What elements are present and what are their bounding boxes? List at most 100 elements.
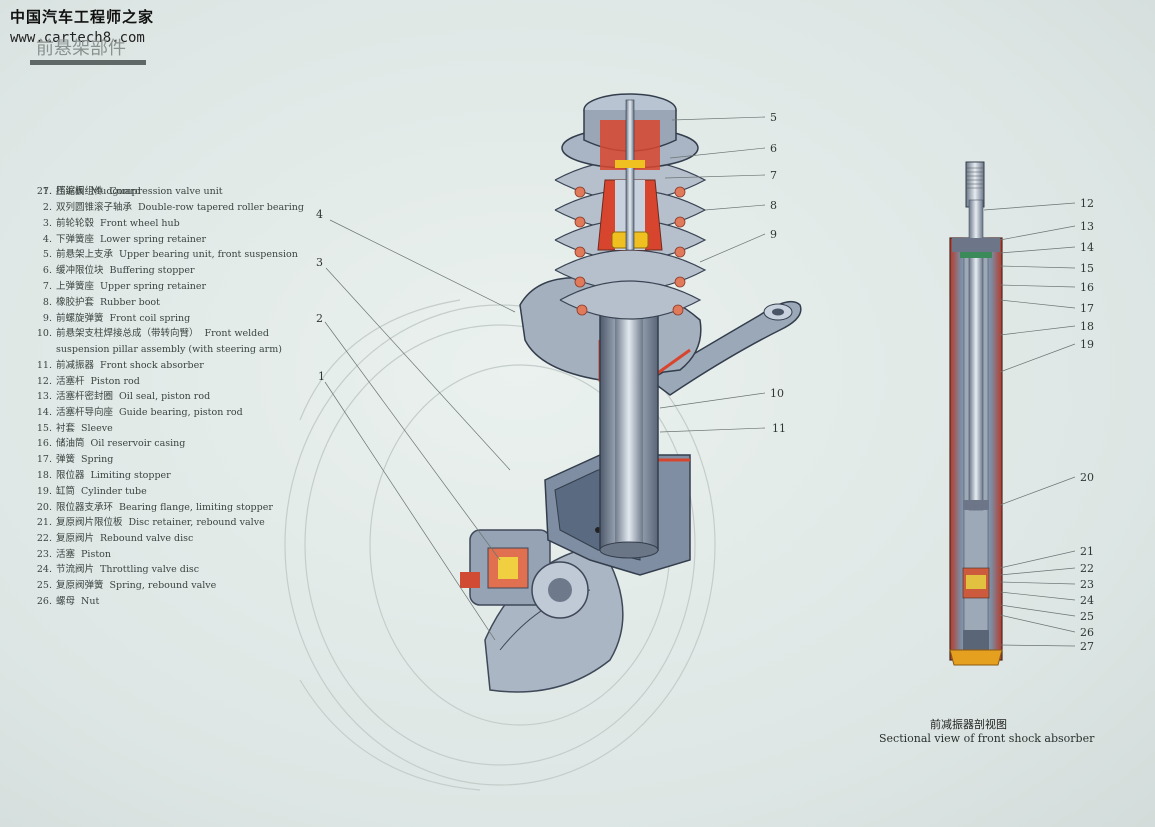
legend-item-english: Lower spring retainer	[100, 234, 207, 245]
legend-item-number: 12.	[36, 376, 52, 387]
callout-number: 12	[1080, 197, 1094, 210]
watermark-site-name: 中国汽车工程师之家	[10, 8, 155, 26]
callout-number: 25	[1080, 610, 1094, 623]
legend-item-chinese: 前悬架支柱焊接总成（带转向臂）	[56, 328, 199, 339]
legend-item: 10.前悬架支柱焊接总成（带转向臂）Front welded	[34, 328, 269, 340]
callout-number: 23	[1080, 578, 1094, 591]
legend-item-number: 15.	[36, 423, 52, 434]
legend-item-number: 8.	[42, 297, 52, 308]
legend-item-english: Oil reservoir casing	[90, 438, 186, 449]
legend-item-english: Front welded	[204, 328, 269, 339]
legend-item-english: Nut	[81, 596, 100, 607]
callout-number: 7	[770, 169, 777, 182]
legend-item-english: Rubber boot	[100, 297, 160, 308]
legend-item-number: 2.	[42, 202, 52, 213]
callout-number: 14	[1080, 241, 1094, 254]
legend-item-chinese: 衬套	[56, 423, 76, 434]
legend-item-number: 1.	[42, 186, 52, 197]
legend-item-chinese: 缸筒	[56, 486, 76, 497]
legend-item-number: 18.	[36, 470, 52, 481]
legend-item-english: Guide bearing, piston rod	[119, 407, 243, 418]
legend-item-english: Front shock absorber	[100, 360, 204, 371]
legend-item-number: 14.	[36, 407, 52, 418]
legend-item-english: Oil seal, piston rod	[119, 391, 211, 402]
caption-chinese: 前减振器剖视图	[930, 718, 1007, 731]
legend-item-english: Front wheel hub	[100, 218, 180, 229]
callout-number: 15	[1080, 262, 1094, 275]
legend-item-english: Bearing flange, limiting stopper	[119, 502, 273, 513]
callout-number: 18	[1080, 320, 1094, 333]
legend-item-english: Upper bearing unit, front suspension	[119, 249, 298, 260]
callout-number: 5	[770, 111, 777, 124]
legend-item-chinese: 压缩阀组件	[56, 186, 104, 197]
callout-number: 2	[316, 312, 323, 325]
legend-item-chinese: 螺母	[56, 596, 76, 607]
callout-number: 13	[1080, 220, 1094, 233]
legend-item: 27. 压缩阀组件 Compression valve unit	[34, 186, 223, 198]
shock-absorber-section	[949, 161, 1003, 666]
legend-item-english: Piston	[81, 549, 111, 560]
legend-item-chinese: 限位器	[56, 470, 85, 481]
callout-number: 17	[1080, 302, 1094, 315]
callout-number: 16	[1080, 281, 1094, 294]
legend-item-english: Upper spring retainer	[100, 281, 207, 292]
legend-item-english: Compression valve unit	[109, 186, 223, 197]
callout-number: 11	[772, 422, 786, 435]
legend-item-chinese: 限位器支承环	[56, 502, 114, 513]
legend-item-chinese: 缓冲限位块	[56, 265, 104, 276]
legend-item-number: 20.	[36, 502, 52, 513]
watermark-url: www.cartech8.com	[10, 30, 145, 46]
legend-item-chinese: 前螺旋弹簧	[56, 313, 104, 324]
legend-item: 7. 上弹簧座 Upper spring retainer	[34, 281, 206, 293]
callout-number: 21	[1080, 545, 1094, 558]
callout-number: 8	[770, 199, 777, 212]
legend-item-chinese: 节流阀片	[56, 564, 95, 575]
legend-item-english: Piston rod	[90, 376, 140, 387]
callout-number: 22	[1080, 562, 1094, 575]
legend-item-chinese: 前悬架上支承	[56, 249, 114, 260]
page-title: 前悬架部件	[36, 38, 126, 59]
legend-item-chinese: 活塞	[56, 549, 76, 560]
legend-item-english: Mudguard	[90, 186, 141, 197]
legend-item-english: Limiting stopper	[90, 470, 171, 481]
legend-item-number: 26.	[36, 596, 52, 607]
legend-item-number: 19.	[36, 486, 52, 497]
title-underline	[30, 60, 146, 65]
legend-item-number: 9.	[42, 313, 52, 324]
legend-item-number: 6.	[42, 265, 52, 276]
legend-item-english: Throttling valve disc	[100, 564, 200, 575]
callout-number: 9	[770, 228, 777, 241]
legend-item-number: 4.	[42, 234, 52, 245]
coil-spring-sections	[574, 186, 686, 316]
legend-item-chinese: 复原阀片限位板	[56, 517, 123, 528]
legend-item-chinese: 活塞杆密封圈	[56, 391, 114, 402]
legend-item-number: 7.	[42, 281, 52, 292]
legend-item: 18. 限位器 Limiting stopper	[34, 470, 171, 482]
legend-item-chinese: 下弹簧座	[56, 234, 95, 245]
callout-number: 20	[1080, 471, 1094, 484]
legend-item-number: 27.	[36, 186, 52, 197]
legend-item-chinese: 上弹簧座	[56, 281, 95, 292]
legend-item-number: 23.	[36, 549, 52, 560]
legend-item-english: Rebound valve disc	[100, 533, 194, 544]
legend-item-number: 5.	[42, 249, 52, 260]
callout-number: 27	[1080, 640, 1094, 653]
legend-item: 5. 前悬架上支承 Upper bearing unit, front suspen…	[34, 249, 298, 261]
legend-item-chinese: 复原阀弹簧	[56, 580, 104, 591]
legend-item-english: Spring	[81, 454, 114, 465]
legend-item-chinese: 储油筒	[56, 438, 85, 449]
legend-item-continuation: suspension pillar assembly (with steerin…	[56, 344, 282, 355]
